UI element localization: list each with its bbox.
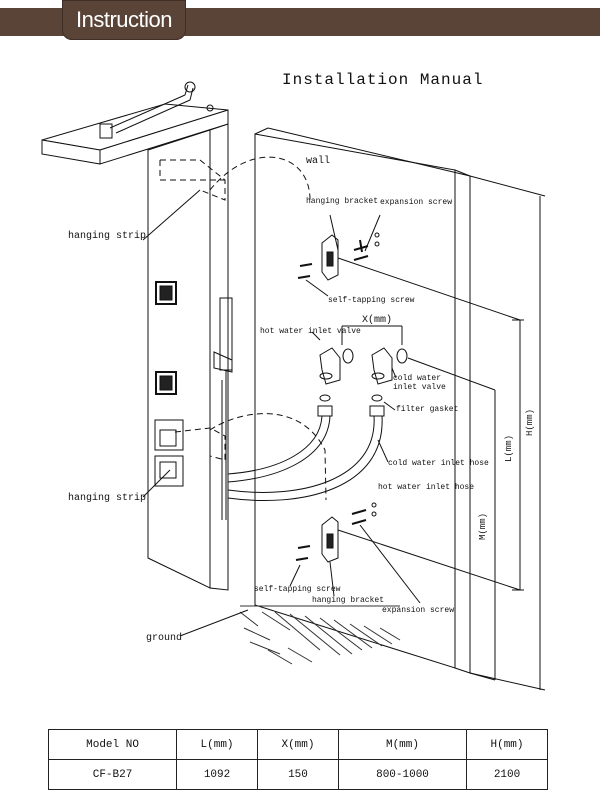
- self-tapping-screw-top-label: self-tapping screw: [328, 296, 415, 305]
- m-mm-label: M(mm): [478, 512, 488, 540]
- expansion-screw-top-label: expansion screw: [380, 198, 453, 207]
- table-row: CF-B27 1092 150 800-1000 2100: [47, 759, 548, 790]
- hanging-bracket-bottom-label: hanging bracket: [312, 596, 385, 605]
- instruction-tab: Instruction: [62, 0, 186, 40]
- cold-water-inlet-valve-label-1: cold water: [393, 374, 442, 383]
- cell-l-mm: 1092: [176, 759, 259, 790]
- header-x-mm: X(mm): [257, 729, 339, 760]
- ground-hatch: [239, 605, 401, 665]
- spec-table: Model NO L(mm) X(mm) M(mm) H(mm) CF-B27 …: [47, 729, 548, 790]
- cell-x-mm: 150: [257, 759, 339, 790]
- hot-water-inlet-hose-label: hot water inlet hose: [378, 483, 475, 492]
- cold-water-inlet-hose-label: cold water inlet hose: [388, 459, 489, 468]
- x-mm-label: X(mm): [362, 315, 393, 326]
- hand-shower: [213, 297, 233, 520]
- cell-h-mm: 2100: [466, 759, 548, 790]
- hoses: [227, 394, 396, 501]
- header-h-mm: H(mm): [466, 729, 548, 760]
- dimension-lines: [469, 175, 546, 691]
- inlet-valves: [311, 325, 496, 391]
- top-bracket: [297, 214, 521, 321]
- hot-water-inlet-valve-label: hot water inlet valve: [260, 327, 361, 336]
- filter-gasket-label: filter gasket: [396, 405, 459, 414]
- spec-table-header-row: Model NO L(mm) X(mm) M(mm) H(mm): [47, 729, 548, 760]
- shower-panel: [147, 123, 229, 591]
- cold-water-inlet-valve-label-2: inlet valve: [393, 383, 446, 392]
- cell-model-no: CF-B27: [47, 759, 178, 790]
- l-mm-label: L(mm): [504, 434, 514, 462]
- wall-label: wall: [306, 156, 331, 167]
- header-m-mm: M(mm): [337, 729, 468, 760]
- cell-m-mm: 800-1000: [337, 759, 468, 790]
- instruction-tab-label: Instruction: [76, 7, 173, 32]
- hanging-strip-bottom-label: hanging strip: [68, 493, 147, 504]
- body-jets: [155, 281, 177, 395]
- ground-label: ground: [146, 633, 183, 644]
- bottom-bracket: [289, 502, 521, 604]
- header-model-no: Model NO: [47, 729, 178, 760]
- h-mm-label: H(mm): [525, 408, 535, 436]
- page-title: Installation Manual: [282, 71, 484, 89]
- leader-lines: [142, 189, 249, 637]
- mixer-valves: [154, 419, 184, 487]
- header-l-mm: L(mm): [176, 729, 259, 760]
- wall-panel: [254, 127, 471, 674]
- self-tapping-screw-bottom-label: self-tapping screw: [254, 585, 341, 594]
- rain-shower-head: [41, 81, 229, 165]
- hanging-strip-top-label: hanging strip: [68, 231, 147, 242]
- hanging-bracket-top-label: hanging bracket: [306, 197, 379, 206]
- expansion-screw-bottom-label: expansion screw: [382, 606, 455, 615]
